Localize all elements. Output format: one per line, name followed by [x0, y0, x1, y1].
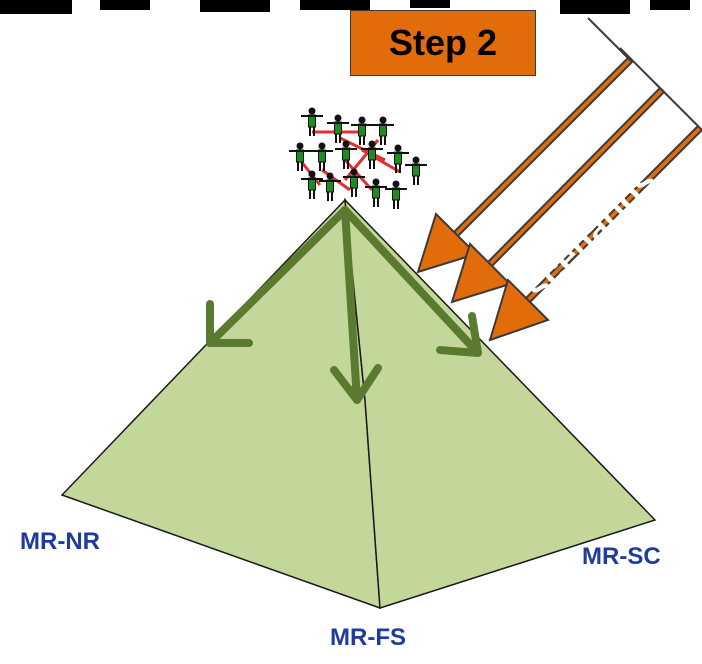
- arrow-to-left: [206, 206, 349, 347]
- vertex-label-left: MR-NR: [20, 528, 100, 555]
- pyramid-right-face: [344, 197, 657, 610]
- pyramid: [60, 197, 657, 610]
- vertex-label-front: MR-FS: [330, 624, 406, 651]
- arrow-to-right: [341, 206, 482, 357]
- scenario-label: scenarios: [517, 160, 665, 308]
- vertex-label-right: MR-SC: [582, 543, 661, 570]
- pyramid-left-face: [60, 198, 381, 610]
- people-network-icon: [288, 106, 428, 210]
- scenario-arrows-icon: [416, 17, 702, 342]
- cropped-heading: [0, 0, 690, 14]
- step-box: Step 2: [350, 10, 536, 76]
- arrow-to-front: [330, 206, 382, 404]
- pyramid-arrows: [206, 206, 482, 404]
- step-label: Step 2: [388, 22, 498, 63]
